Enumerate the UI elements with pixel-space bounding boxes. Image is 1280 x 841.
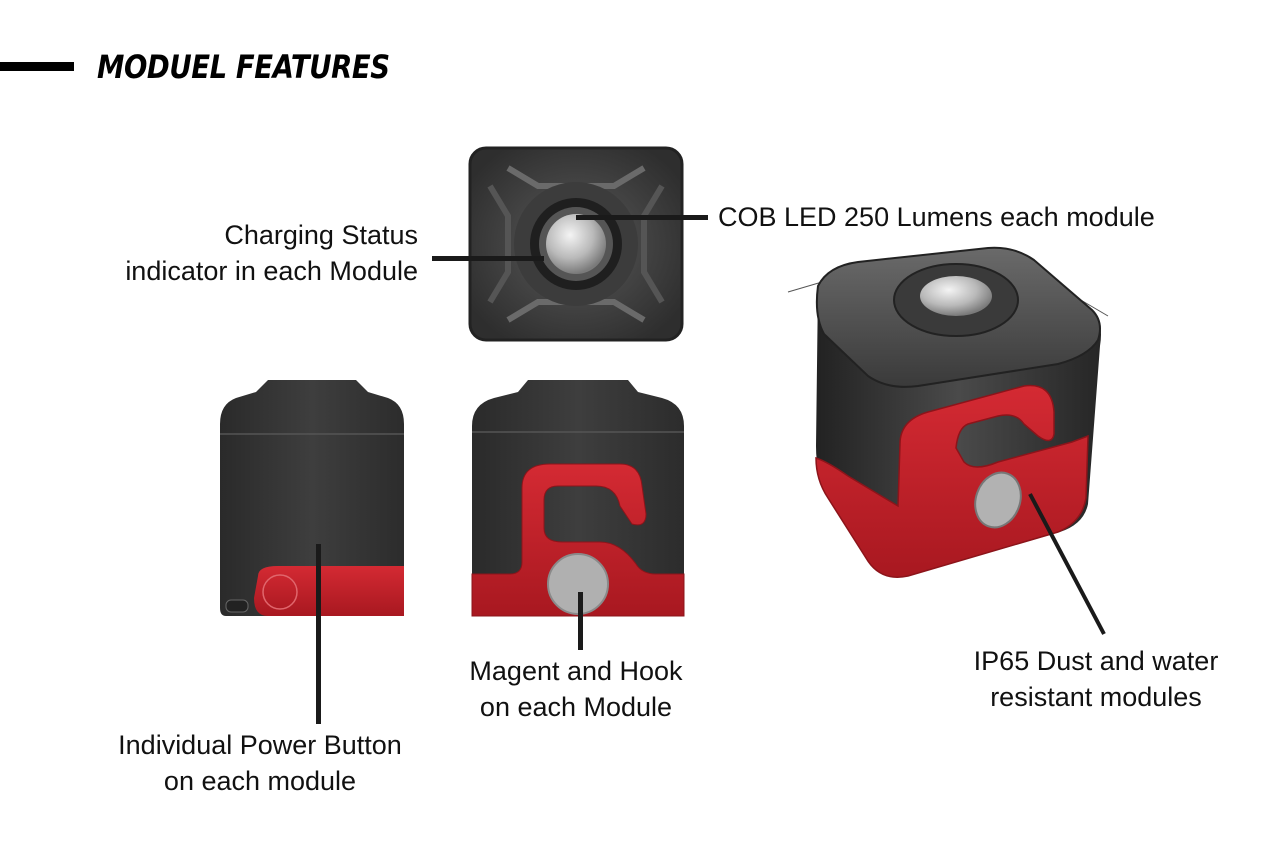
magnet-leader-line: [578, 592, 583, 650]
power-leader-line: [316, 544, 321, 724]
side-view-module-illustration: [220, 380, 404, 616]
magnet-hook-label: Magent and Hook on each Module: [400, 653, 752, 725]
page-title: MODUEL FEATURES: [97, 48, 390, 86]
ip65-leader-line: [1028, 493, 1106, 635]
charging-status-label: Charging Status indicator in each Module: [60, 217, 418, 289]
ip65-line2: resistant modules: [990, 682, 1202, 712]
magnet-hook-line2: on each Module: [479, 692, 673, 722]
charging-status-line1: Charging Status: [224, 220, 418, 250]
power-button-line2: on each module: [163, 766, 357, 796]
cob-leader-line: [576, 215, 708, 220]
cob-led-line1: COB LED 250 Lumens each module: [718, 202, 1155, 232]
ip65-label: IP65 Dust and water resistant modules: [930, 643, 1262, 715]
power-button-label: Individual Power Button on each module: [60, 727, 460, 799]
magnet-hook-line1: Magent and Hook: [469, 656, 683, 686]
front-view-module-illustration: [471, 380, 685, 617]
top-view-module-illustration: [468, 146, 684, 342]
title-accent-bar: [0, 62, 74, 71]
charging-status-line2: indicator in each Module: [125, 256, 418, 286]
charging-leader-line: [432, 256, 544, 261]
power-button-line1: Individual Power Button: [118, 730, 402, 760]
ip65-line1: IP65 Dust and water: [973, 646, 1219, 676]
cob-led-label: COB LED 250 Lumens each module: [718, 199, 1155, 235]
